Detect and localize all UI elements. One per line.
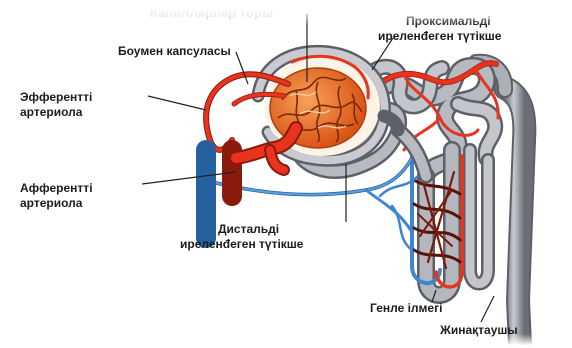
label-efferent-line2: артериола <box>20 105 82 119</box>
label-distal-line2: иреленđеген түтікше <box>180 237 303 251</box>
afferent-arteriole <box>232 128 296 196</box>
leader-afferent-arteriole <box>142 172 236 184</box>
label-afferent-line2: артериола <box>20 196 82 210</box>
label-efferent-line1: Эфферентті <box>20 90 92 104</box>
label-distal-line1: Дистальді <box>218 222 279 236</box>
label-bowman-capsule: Боумен капсуласы <box>118 44 231 58</box>
label-henle-loop: Генле ілмегі <box>370 301 442 315</box>
label-afferent-line1: Афферентті <box>20 181 93 195</box>
label-proximal-tubule-line2: иреленđеген түтікше <box>378 29 501 43</box>
leader-bowman-capsule <box>236 52 248 84</box>
label-capillary-network: Капиллярлар торы <box>150 6 273 20</box>
label-collecting-duct: Жинақтаушы <box>440 323 518 337</box>
leader-efferent-arteriole <box>148 96 206 110</box>
leader-collecting-duct <box>481 296 494 322</box>
label-proximal-tubule-line1: Проксимальді <box>406 14 491 28</box>
